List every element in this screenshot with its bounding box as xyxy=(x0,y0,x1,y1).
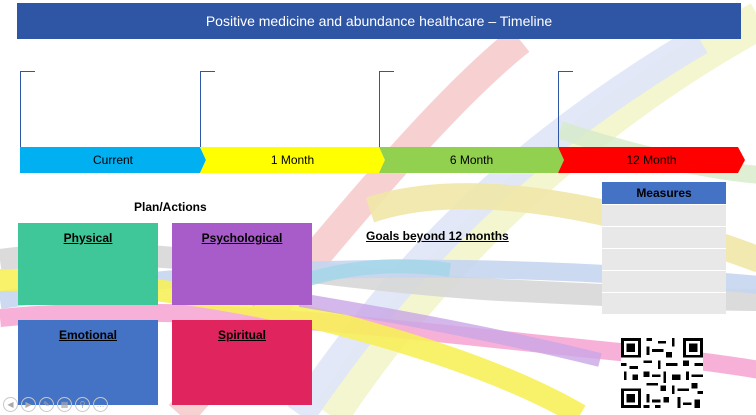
timeline-bracket-1-month xyxy=(200,71,215,147)
slide-controls: ◀ ▶ ✎ ▦ ⚲ … xyxy=(3,397,108,412)
timeline-bracket-current xyxy=(20,71,35,147)
measures-header: Measures xyxy=(602,182,726,204)
psychological-box: Psychological xyxy=(172,223,312,305)
timeline-bracket-6-month xyxy=(379,71,394,147)
physical-box: Physical xyxy=(18,223,158,305)
qr-code-icon xyxy=(621,338,703,408)
physical-label: Physical xyxy=(63,231,113,245)
measures-row xyxy=(602,204,726,226)
timeline-segment-6-month xyxy=(379,147,564,173)
psychological-label: Psychological xyxy=(201,231,283,245)
timeline-segment-12-month xyxy=(558,147,745,173)
zoom-icon[interactable]: ⚲ xyxy=(75,397,90,412)
goals-heading: Goals beyond 12 months xyxy=(366,229,509,243)
timeline-bar xyxy=(20,147,745,173)
timeline-segment-current xyxy=(20,147,206,173)
emotional-label: Emotional xyxy=(58,328,117,342)
measures-row xyxy=(602,226,726,248)
more-icon[interactable]: … xyxy=(93,397,108,412)
timeline-label-1-month: 1 Month xyxy=(270,153,315,167)
pen-icon[interactable]: ✎ xyxy=(39,397,54,412)
prev-icon[interactable]: ◀ xyxy=(3,397,18,412)
spiritual-label: Spiritual xyxy=(217,328,266,342)
timeline-label-12-month: 12 Month xyxy=(626,153,677,167)
next-icon[interactable]: ▶ xyxy=(21,397,36,412)
measures-row xyxy=(602,292,726,314)
grid-icon[interactable]: ▦ xyxy=(57,397,72,412)
timeline-label-6-month: 6 Month xyxy=(449,153,494,167)
spiritual-box: Spiritual xyxy=(172,320,312,405)
measures-row xyxy=(602,270,726,292)
plan-actions-heading: Plan/Actions xyxy=(134,200,207,214)
measures-table: Measures xyxy=(602,182,726,314)
page-title: Positive medicine and abundance healthca… xyxy=(17,3,741,39)
emotional-box: Emotional xyxy=(18,320,158,405)
timeline-segment-1-month xyxy=(200,147,385,173)
measures-row xyxy=(602,248,726,270)
timeline-label-current: Current xyxy=(92,153,133,167)
timeline-bracket-12-month xyxy=(558,71,573,147)
